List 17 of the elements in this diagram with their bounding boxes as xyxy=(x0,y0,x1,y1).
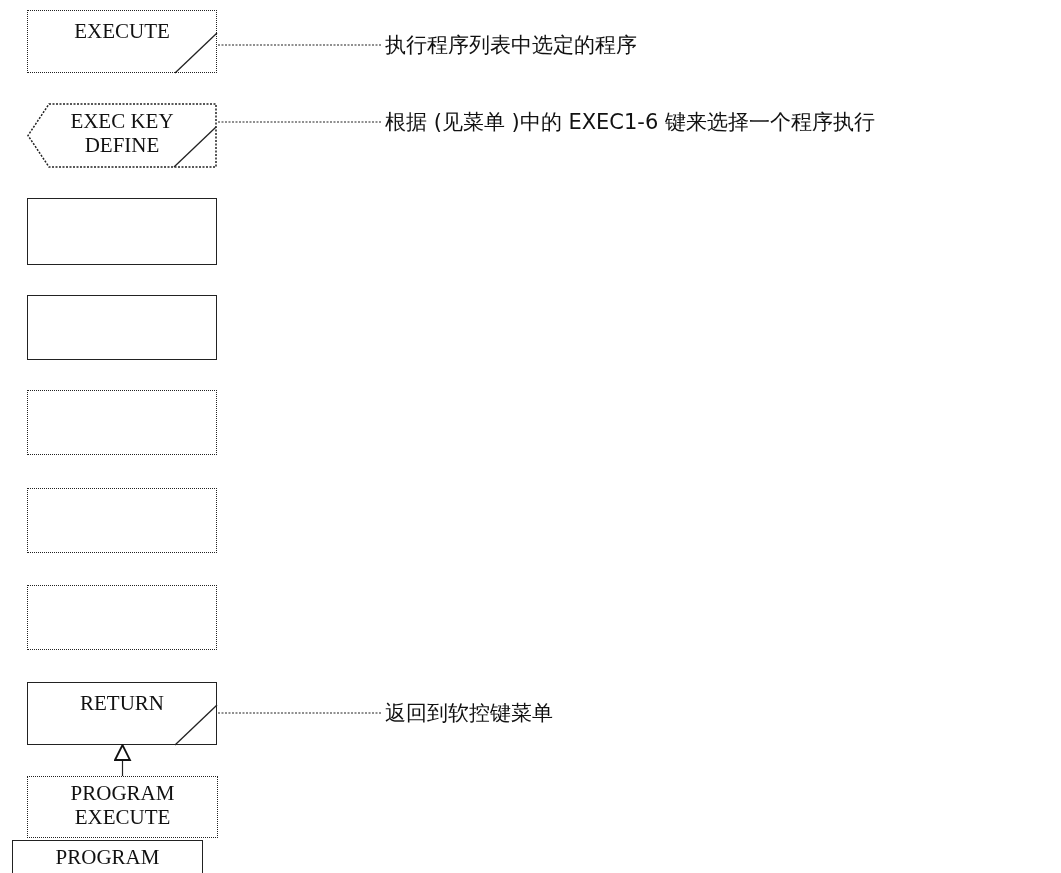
description-text: 返回到软控键菜单 xyxy=(385,696,885,730)
leader-line xyxy=(217,712,383,714)
soft-key: EXEC KEY DEFINE xyxy=(27,103,217,168)
soft-key: EXECUTE xyxy=(27,10,217,73)
menu-key: PROGRAM xyxy=(12,840,203,873)
blank-soft-key xyxy=(27,585,217,650)
blank-soft-key xyxy=(27,198,217,265)
blank-soft-key xyxy=(27,390,217,455)
menu-key: PROGRAM EXECUTE xyxy=(27,776,218,838)
description-text: 执行程序列表中选定的程序 xyxy=(385,28,1025,62)
soft-key: RETURN xyxy=(27,682,217,745)
blank-soft-key xyxy=(27,295,217,360)
blank-soft-key xyxy=(27,488,217,553)
leader-line xyxy=(217,44,383,46)
description-text: 根据 (见菜单 )中的 EXEC1-6 键来选择一个程序执行 xyxy=(385,105,1050,139)
leader-line xyxy=(217,121,383,123)
return-arrow xyxy=(114,744,131,777)
